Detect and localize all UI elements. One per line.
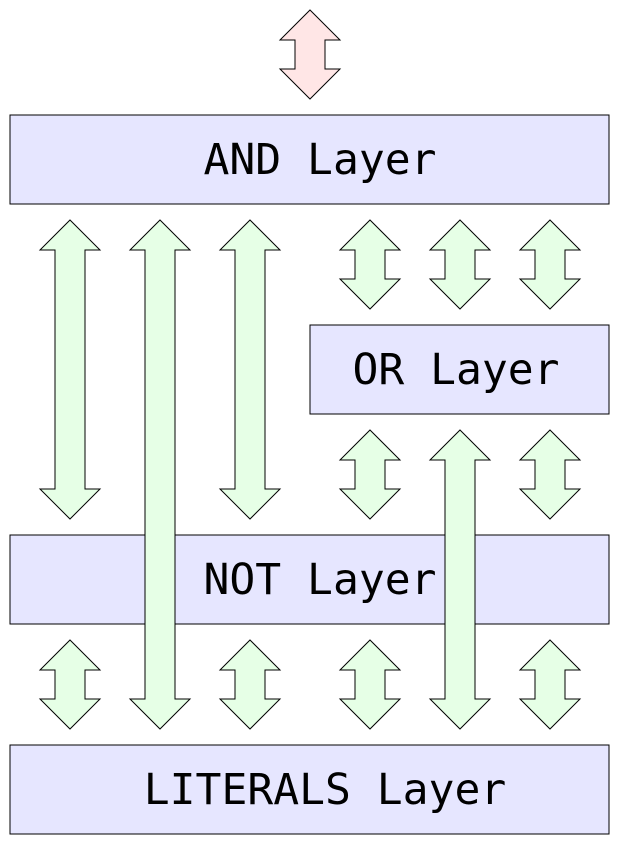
- not-layer: NOT Layer: [9, 534, 610, 625]
- literals-layer: LITERALS Layer: [9, 744, 610, 835]
- and-layer-box: [9, 114, 610, 205]
- not-to-literals-double-arrow-icon: [218, 639, 282, 730]
- or-to-literals-double-arrow-icon: [428, 429, 492, 730]
- literals-layer-box: [9, 744, 610, 835]
- not-layer-label: NOT Layer: [204, 555, 437, 605]
- and-to-not-double-arrow-icon: [38, 219, 102, 520]
- literals-layer-label: LITERALS Layer: [144, 765, 506, 815]
- and-to-literals-double-arrow-icon: [128, 219, 192, 730]
- and-layer-label: AND Layer: [204, 135, 437, 185]
- or-to-not-double-arrow-icon: [518, 429, 582, 520]
- or-to-not-double-arrow-icon: [338, 429, 402, 520]
- not-to-literals-double-arrow-icon: [338, 639, 402, 730]
- or-layer-box: [309, 324, 610, 415]
- and-to-not-double-arrow-icon: [218, 219, 282, 520]
- and-to-or-double-arrow-icon: [428, 219, 492, 310]
- not-to-literals-double-arrow-icon: [38, 639, 102, 730]
- not-layer-box: [9, 534, 610, 625]
- or-layer: OR Layer: [309, 324, 610, 415]
- and-layer: AND Layer: [9, 114, 610, 205]
- not-to-literals-double-arrow-icon: [518, 639, 582, 730]
- output-double-arrow-icon: [278, 9, 342, 100]
- connection-arrows: [38, 219, 582, 730]
- or-layer-label: OR Layer: [352, 345, 559, 395]
- and-to-or-double-arrow-icon: [338, 219, 402, 310]
- and-to-or-double-arrow-icon: [518, 219, 582, 310]
